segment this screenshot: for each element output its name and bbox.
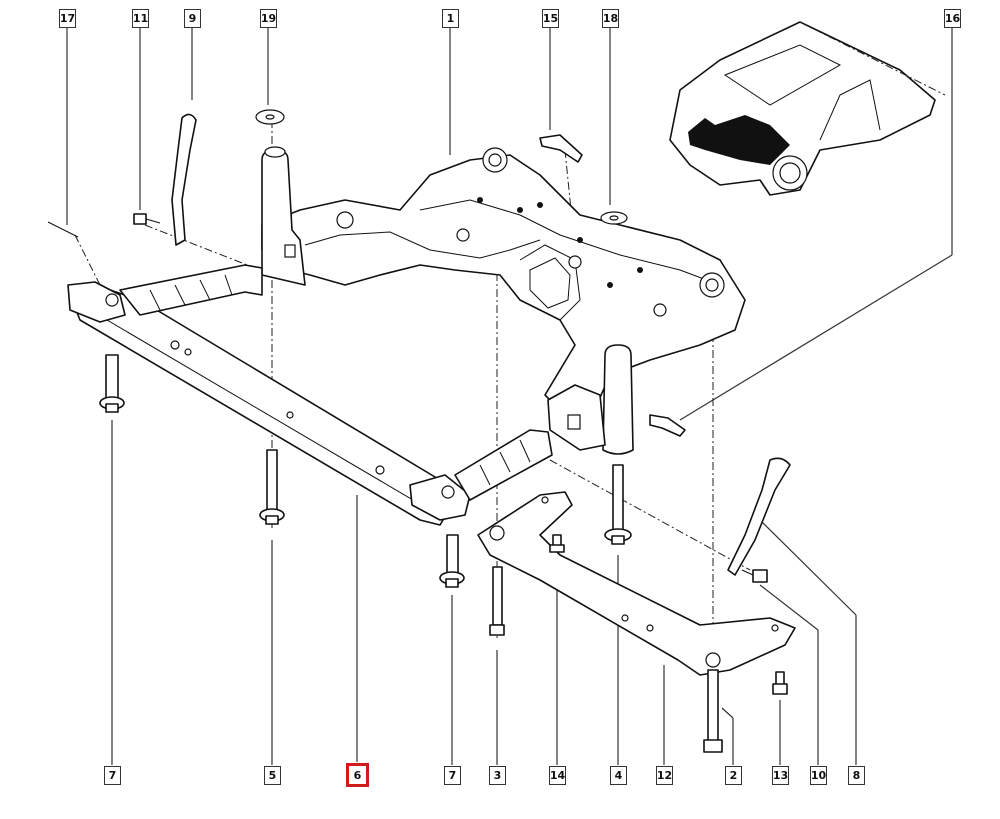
callout-19[interactable]: 19 — [260, 9, 277, 28]
callout-10[interactable]: 10 — [810, 766, 827, 785]
clips — [539, 134, 686, 437]
callout-3[interactable]: 3 — [489, 766, 506, 785]
callout-2[interactable]: 2 — [725, 766, 742, 785]
callout-13[interactable]: 13 — [772, 766, 789, 785]
callout-5[interactable]: 5 — [264, 766, 281, 785]
callout-16[interactable]: 16 — [944, 9, 961, 28]
front-cross-member — [67, 281, 471, 526]
right-mount-tower — [547, 344, 634, 455]
leader-lines-top — [66, 28, 953, 421]
callout-7-left[interactable]: 7 — [104, 766, 121, 785]
left-mount-tower — [261, 146, 306, 286]
right-arm-tube — [454, 429, 553, 501]
callout-8[interactable]: 8 — [848, 766, 865, 785]
callout-6-highlighted[interactable]: 6 — [346, 763, 369, 787]
callout-12[interactable]: 12 — [656, 766, 673, 785]
callout-18[interactable]: 18 — [602, 9, 619, 28]
callout-9[interactable]: 9 — [184, 9, 201, 28]
callout-11[interactable]: 11 — [132, 9, 149, 28]
bracket-9 — [171, 113, 197, 246]
callout-14[interactable]: 14 — [549, 766, 566, 785]
callout-1[interactable]: 1 — [442, 9, 459, 28]
vehicle-location-inset — [669, 21, 946, 196]
callout-17[interactable]: 17 — [59, 9, 76, 28]
leader-lines-bottom — [111, 420, 857, 765]
subframe-main-body — [261, 147, 746, 421]
left-arm-tube — [119, 264, 263, 316]
bracket-8 — [727, 457, 791, 576]
callout-4[interactable]: 4 — [610, 766, 627, 785]
callout-7-right[interactable]: 7 — [444, 766, 461, 785]
washers — [255, 109, 628, 225]
bolts — [47, 213, 788, 753]
callout-15[interactable]: 15 — [542, 9, 559, 28]
rear-cross-brace — [477, 491, 796, 676]
